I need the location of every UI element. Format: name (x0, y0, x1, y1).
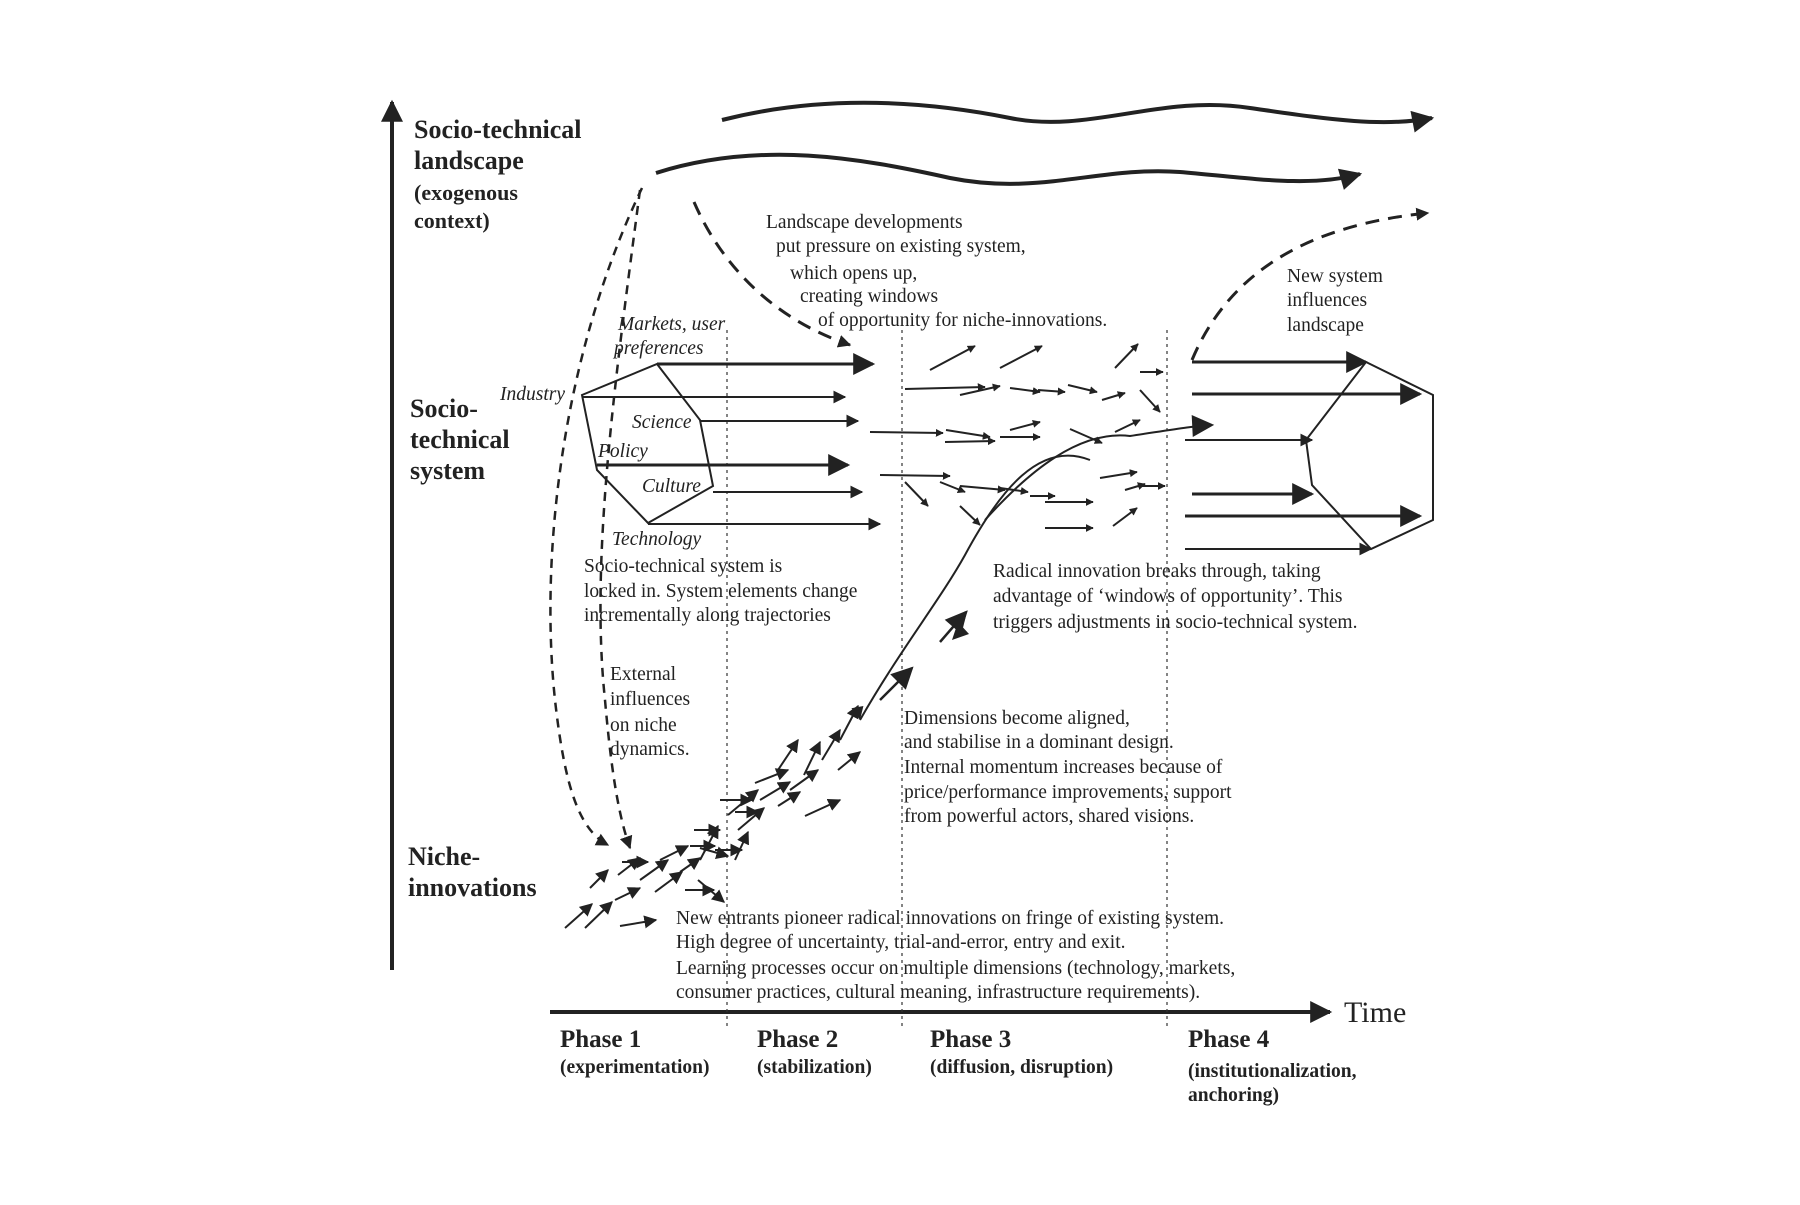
breakthrough-trajectory (859, 454, 1091, 721)
note-external-influences: External influences on niche dynamics. (610, 664, 695, 760)
external-influence-arrow-outer (549, 187, 644, 847)
phase-4-sublabel: (institutionalization,anchoring) (1188, 1061, 1357, 1106)
landscape-trend-arrow-upper (721, 100, 1435, 133)
element-science-label: Science (632, 412, 692, 433)
note-new-system-influences: New system influences landscape (1287, 266, 1388, 336)
niche-innovation-arrows (564, 704, 862, 929)
note-breakthrough: Radical innovation breaks through, takin… (993, 561, 1357, 633)
breakthrough-trajectory-upper (984, 415, 1215, 521)
level-niche-label: Niche-innovations (408, 842, 537, 902)
note-dimensions-aligned: Dimensions become aligned, and stabilise… (904, 708, 1236, 827)
note-locked-in: Socio-technical system is locked in. Sys… (584, 556, 862, 626)
breakthrough-arrow-1 (879, 666, 914, 701)
phase-4-label: Phase 4 (1188, 1026, 1270, 1053)
new-system-influence-arrow (1190, 207, 1430, 361)
phase-3-label: Phase 3 (930, 1026, 1011, 1053)
element-industry-label: Industry (499, 384, 565, 405)
phase-1-label: Phase 1 (560, 1026, 641, 1053)
destabilised-system-arrows (869, 343, 1166, 532)
element-policy-label: Policy (597, 441, 648, 462)
landscape-pressure-arrow (692, 201, 852, 348)
note-new-entrants: New entrants pioneer radical innovations… (676, 908, 1240, 1003)
time-axis-label: Time (1344, 996, 1406, 1029)
element-technology-label: Technology (612, 529, 702, 550)
phase-1-sublabel: (experimentation) (560, 1057, 709, 1078)
new-system-arrows (1185, 351, 1423, 556)
external-influence-arrow-inner (599, 189, 642, 850)
phase-2-sublabel: (stabilization) (757, 1057, 872, 1078)
element-culture-label: Culture (642, 476, 701, 497)
phase-3-sublabel: (diffusion, disruption) (930, 1057, 1113, 1078)
landscape-trend-arrow-lower (655, 152, 1363, 190)
phase-2-label: Phase 2 (757, 1026, 838, 1053)
breakthrough-arrow-2 (939, 610, 968, 643)
note-landscape-developments: Landscape developments put pressure on e… (766, 212, 1107, 331)
new-system-hexagon (1304, 360, 1434, 551)
